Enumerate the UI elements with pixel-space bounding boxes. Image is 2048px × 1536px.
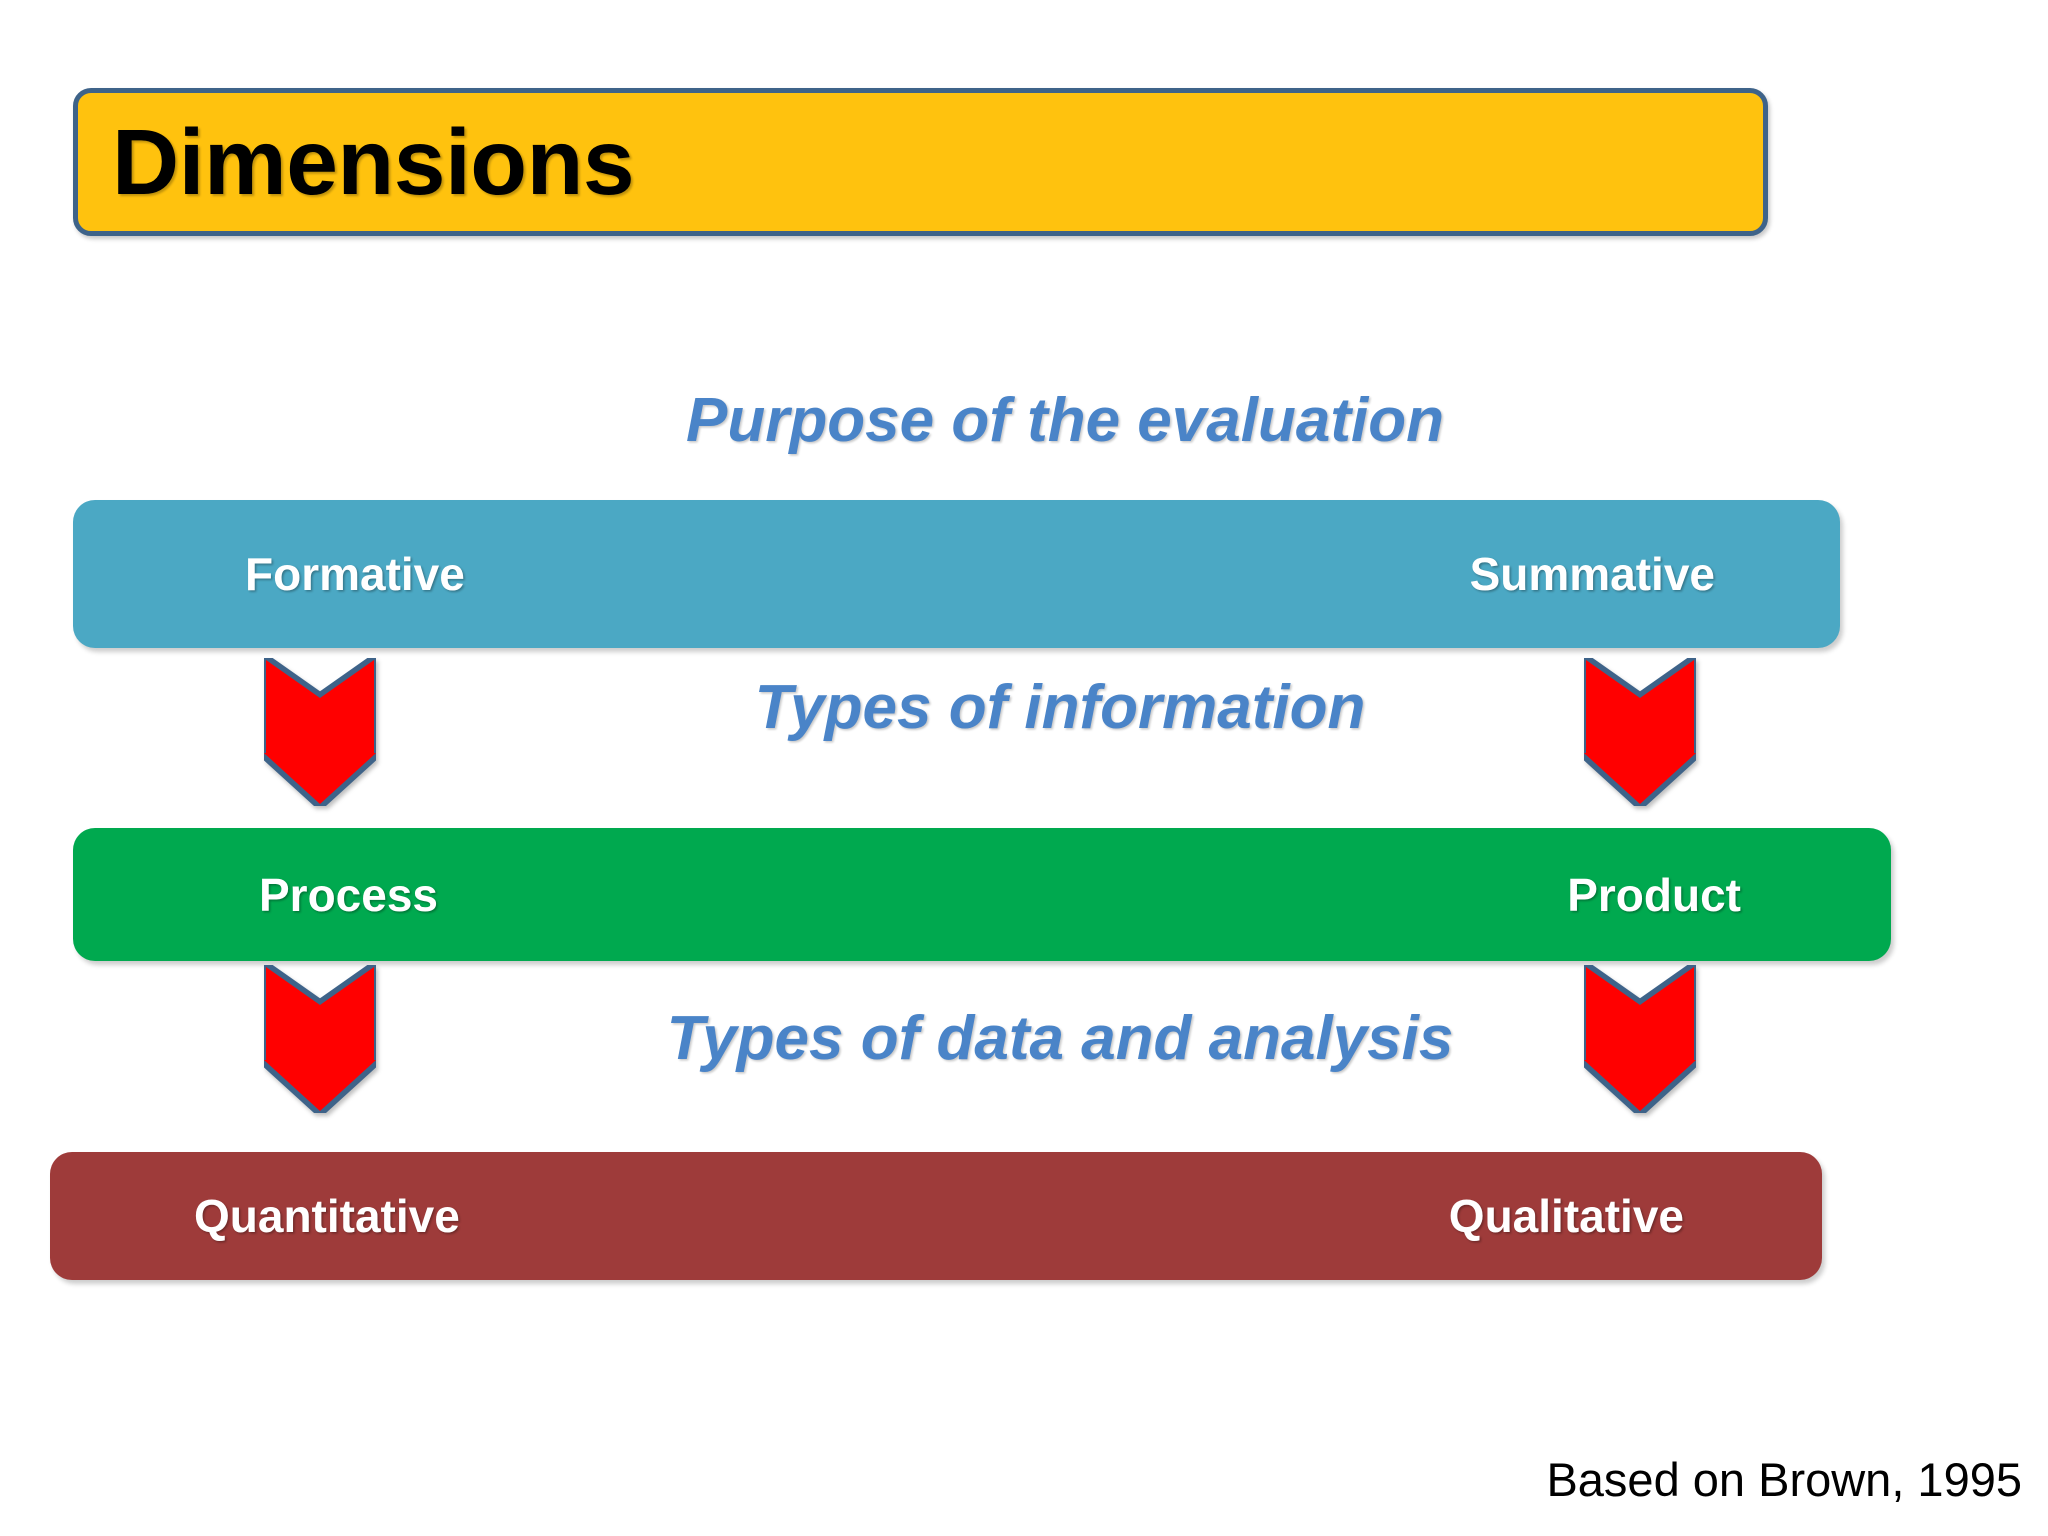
down-arrow-icon [1584, 965, 1696, 1113]
dimension-label-quantitative: Quantitative [194, 1190, 460, 1242]
dimension-label-process: Process [259, 868, 439, 921]
source-credit: Based on Brown, 1995 [1546, 1453, 2022, 1506]
down-arrow-icon [264, 658, 376, 806]
dimension-bar-information: Process Product [73, 828, 1891, 961]
dimension-label-qualitative: Qualitative [1448, 1190, 1684, 1242]
down-arrow-icon [1584, 658, 1696, 806]
dimension-label-summative: Summative [1469, 548, 1715, 600]
title-banner: Dimensions [73, 88, 1768, 236]
down-arrow-icon [264, 965, 376, 1113]
dimension-bar-data: Quantitative Qualitative [50, 1152, 1822, 1280]
dimension-bar-purpose: Formative Summative [73, 500, 1840, 648]
dimension-label-product: Product [1567, 868, 1741, 921]
caption-purpose-of-evaluation: Purpose of the evaluation [686, 386, 1444, 455]
page-title: Dimensions [112, 109, 635, 214]
caption-types-of-information: Types of information [754, 673, 1366, 742]
dimension-label-formative: Formative [245, 548, 465, 600]
caption-types-of-data-and-analysis: Types of data and analysis [666, 1004, 1454, 1073]
